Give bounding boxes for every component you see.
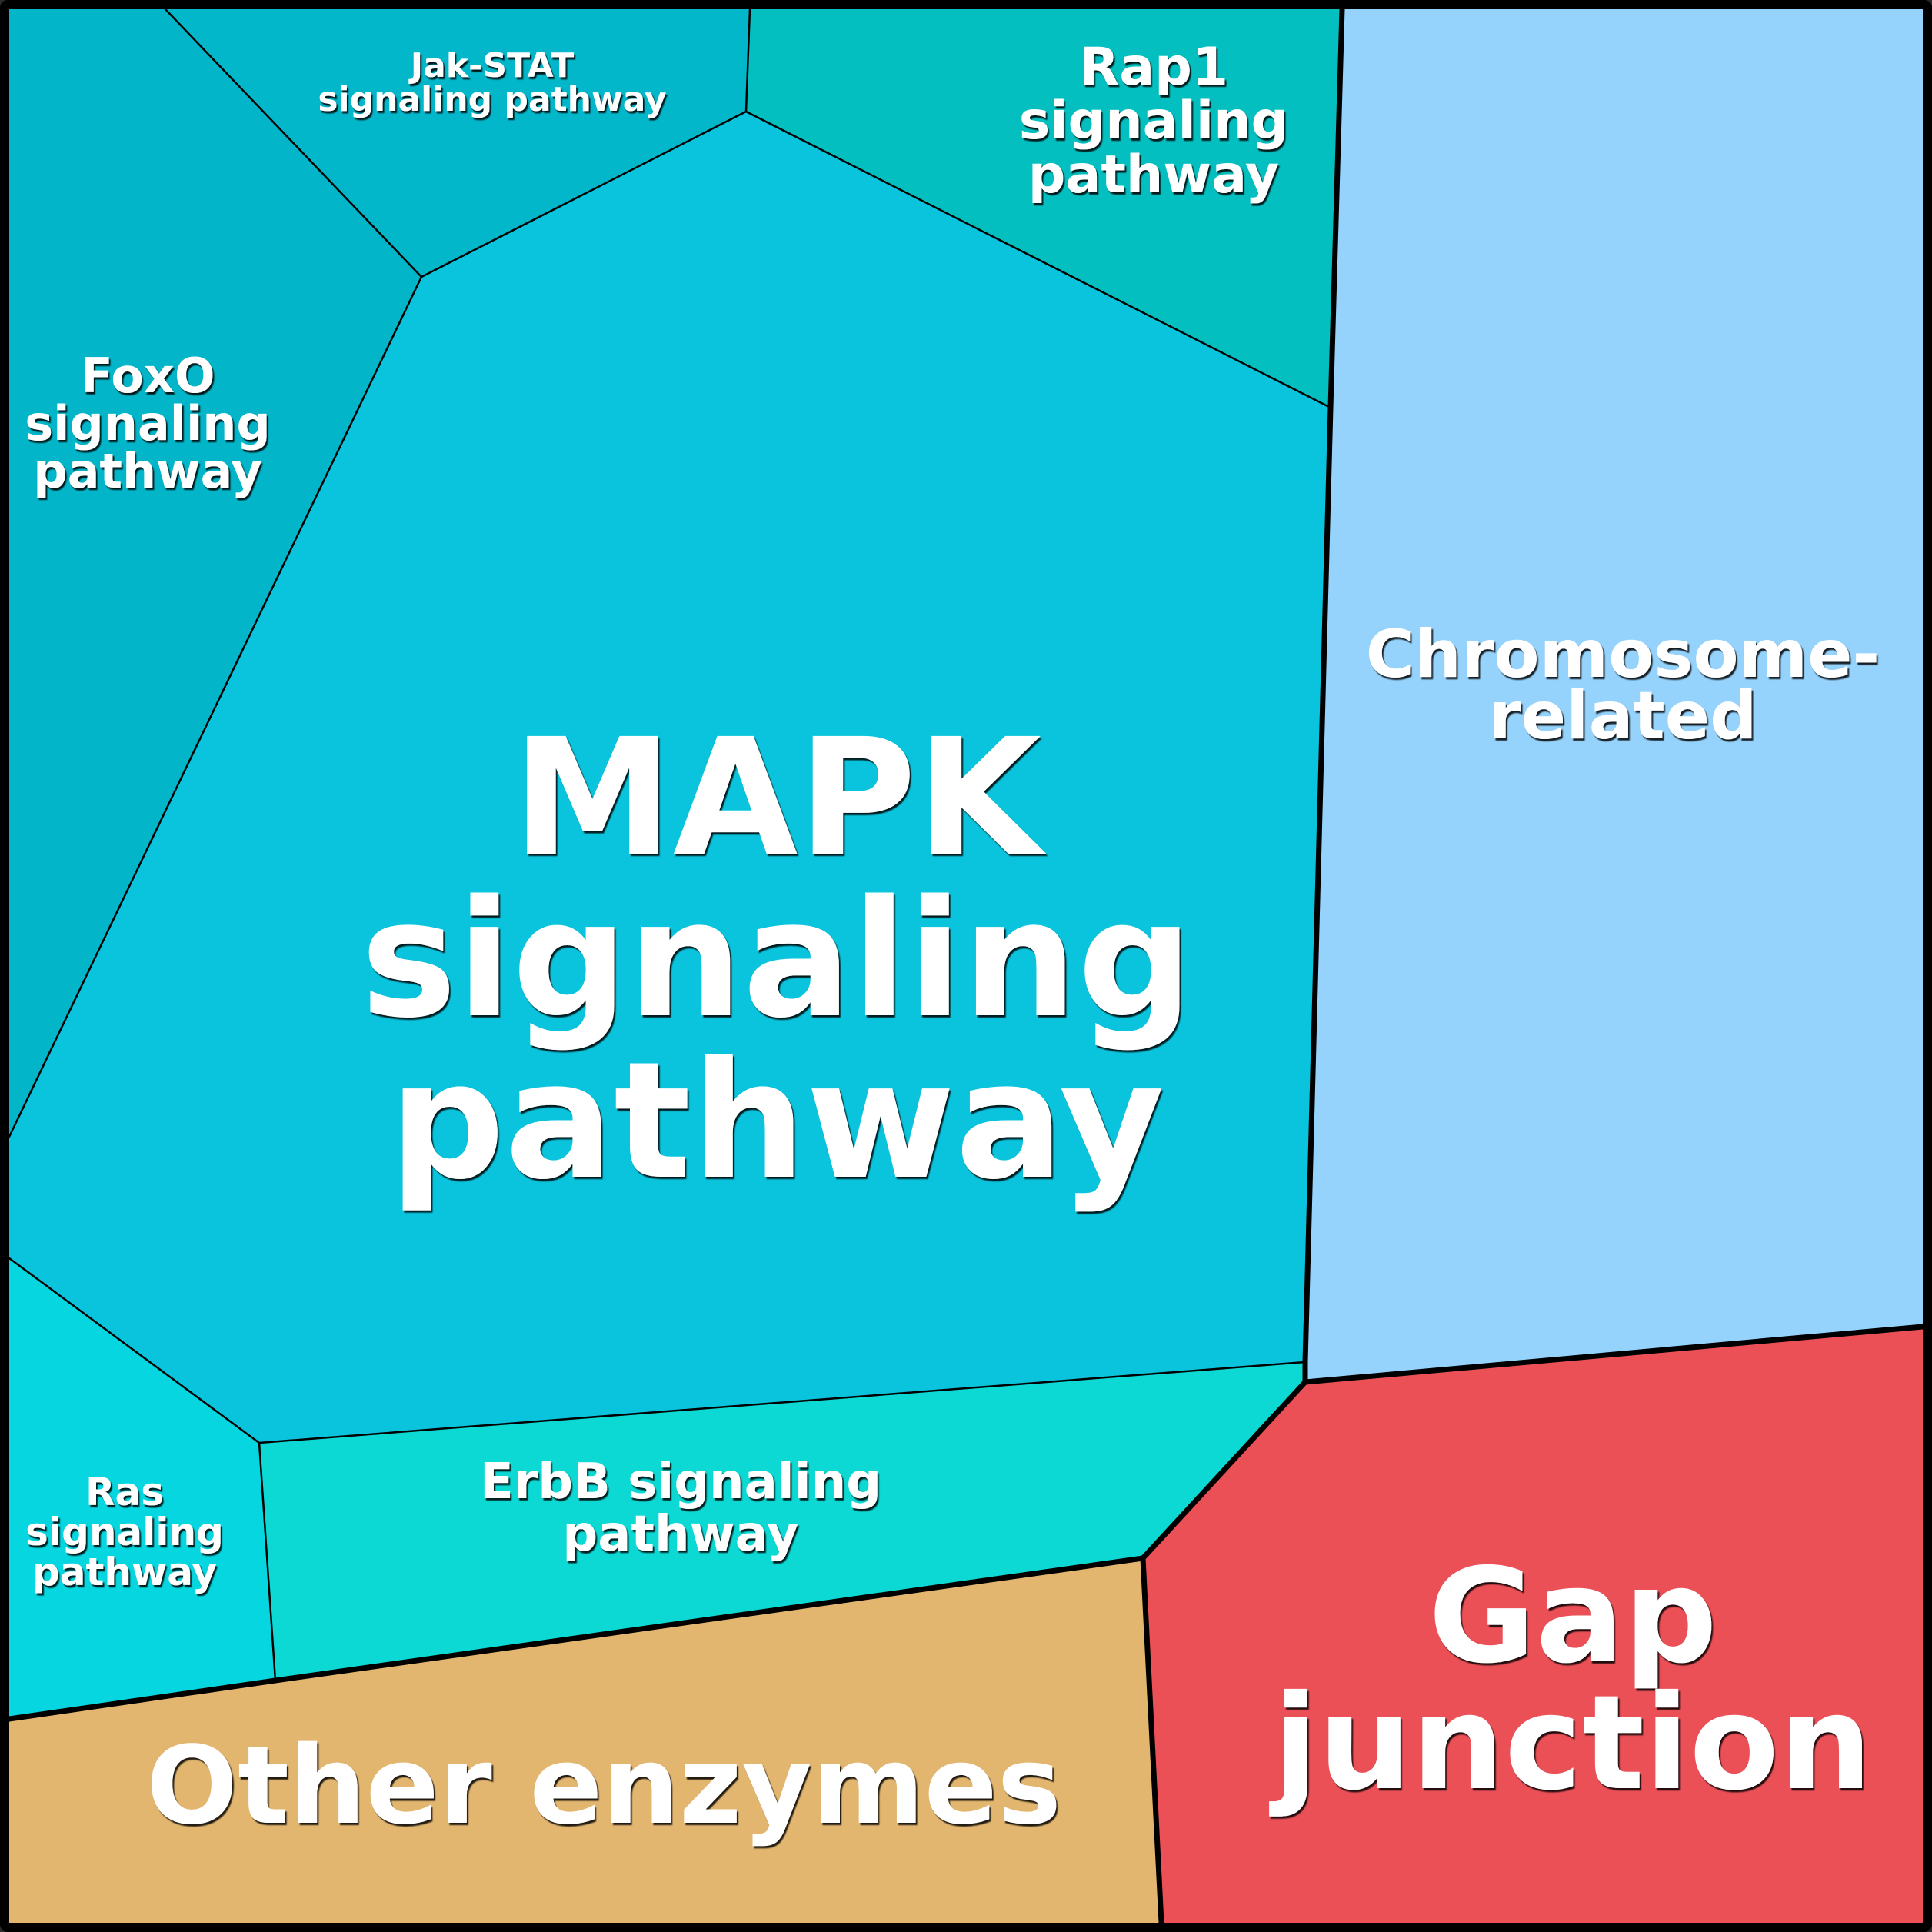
inner-boundary-line: [258, 1441, 277, 1682]
inner-boundary-line: [420, 110, 748, 278]
cell-chromosome: [1305, 9, 1923, 1382]
cells-layer: [9, 9, 1923, 1923]
group-boundaries: [6, 6, 1926, 1926]
cell-label-line: pathway: [562, 1506, 798, 1563]
cell-label-chromosome: Chromosome-related: [1366, 616, 1880, 754]
cell-label-line: Ras: [85, 1470, 164, 1514]
group-boundary-line: [6, 1677, 278, 1722]
group-boundary-line: [1140, 1379, 1308, 1561]
group-boundary-line: [1302, 1324, 1926, 1385]
cell-label-line: MAPK: [512, 704, 1047, 892]
cell-other: [9, 1558, 1161, 1923]
cell-label-line: FoxO: [80, 348, 215, 404]
cell-label-line: pathway: [1028, 145, 1279, 205]
cell-ras: [9, 1258, 275, 1719]
cell-label-line: related: [1488, 678, 1757, 754]
cell-label-line: signaling pathway: [318, 80, 666, 119]
cell-label-line: signaling: [361, 865, 1193, 1054]
cell-label-line: Chromosome-: [1366, 616, 1880, 693]
cell-label-line: Gap: [1428, 1541, 1717, 1693]
group-boundary-line: [1327, 6, 1345, 411]
cell-rap1: [746, 9, 1342, 408]
group-boundary-line: [1140, 1555, 1164, 1926]
inner-boundary-line: [8, 275, 423, 1138]
inner-boundaries: [8, 8, 1332, 1682]
group-boundary-line: [1302, 405, 1334, 1365]
cell-gap: [1143, 1327, 1923, 1923]
cell-label-line: signaling: [1019, 91, 1288, 152]
cell-label-line: Other enzymes: [146, 1724, 1061, 1849]
cell-erbb: [259, 1362, 1305, 1681]
inner-boundary-line: [258, 1361, 1307, 1444]
cell-label-line: junction: [1269, 1667, 1872, 1820]
cell-label-line: signaling: [25, 395, 271, 451]
cell-label-line: Jak-STAT: [408, 46, 575, 85]
inner-boundary-line: [744, 110, 1332, 409]
inner-boundary-line: [8, 1257, 261, 1444]
cell-jakstat: [165, 9, 750, 277]
cell-label-line: pathway: [32, 1550, 217, 1594]
cell-label-line: signaling: [25, 1510, 224, 1554]
inner-boundary-line: [744, 8, 751, 113]
cell-label-line: pathway: [389, 1027, 1164, 1215]
cell-label-line: ErbB signaling: [480, 1454, 881, 1511]
cell-label-line: pathway: [33, 443, 262, 499]
group-boundary-line: [272, 1555, 1146, 1684]
inner-boundary-line: [164, 8, 423, 278]
cell-foxo: [9, 9, 421, 1137]
cell-mapk: [9, 112, 1331, 1443]
cell-label-other: Other enzymes: [146, 1724, 1061, 1849]
cell-label-line: Rap1: [1079, 37, 1228, 98]
